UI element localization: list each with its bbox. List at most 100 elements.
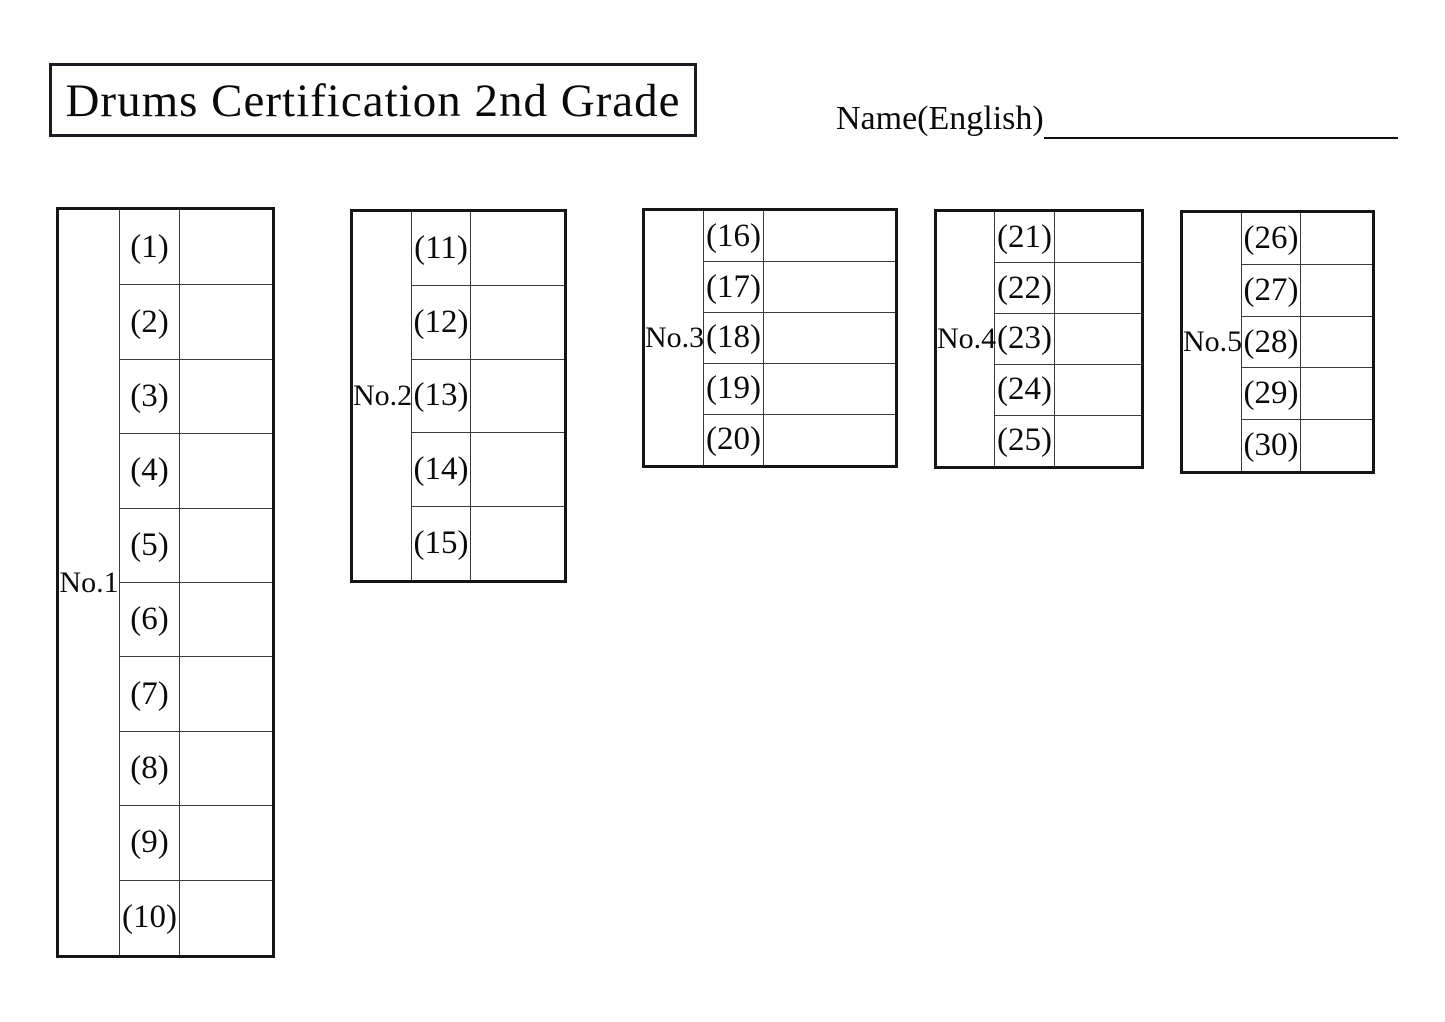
answer-row: (7) — [58, 656, 274, 732]
question-number: (4) — [119, 433, 180, 509]
question-number: (14) — [411, 432, 471, 507]
question-number: (19) — [703, 362, 764, 415]
answer-cell — [1054, 414, 1143, 469]
group-label: No.2 — [351, 210, 412, 582]
title-box: Drums Certification 2nd Grade — [49, 63, 697, 137]
answer-cell — [470, 432, 566, 507]
answer-row: (8) — [58, 730, 274, 807]
answer-row: (10) — [58, 879, 274, 958]
question-number: (25) — [994, 414, 1055, 469]
answer-cell — [763, 413, 897, 468]
answer-row: No.4(21) — [935, 209, 1143, 468]
answer-row: (19) — [644, 362, 897, 415]
answer-cell — [763, 362, 897, 415]
answer-row: (12) — [352, 285, 566, 360]
question-number: (22) — [994, 262, 1055, 315]
answer-row: (15) — [352, 505, 566, 583]
answer-cell — [763, 312, 897, 364]
answer-row: (22) — [936, 262, 1143, 315]
answer-row: (24) — [936, 363, 1143, 416]
answer-row: (9) — [58, 805, 274, 881]
answer-cell — [1054, 209, 1143, 264]
name-field: Name(English) — [836, 102, 1398, 139]
answer-row: (18) — [644, 312, 897, 364]
answer-cell — [1054, 313, 1143, 365]
answer-row: (25) — [936, 414, 1143, 469]
question-number: (27) — [1241, 264, 1301, 317]
answer-cell — [1054, 363, 1143, 416]
question-number: (5) — [119, 507, 180, 583]
answer-row: No.2(11) — [351, 209, 566, 582]
question-number: (8) — [119, 730, 180, 807]
answer-cell — [1300, 367, 1374, 420]
answer-cell — [1300, 264, 1374, 317]
answer-cell — [1300, 418, 1374, 474]
answer-row: No.3(16) — [643, 208, 897, 467]
answer-row: (5) — [58, 507, 274, 583]
question-number: (13) — [411, 358, 471, 434]
question-number: (11) — [411, 209, 471, 287]
answer-cell — [179, 805, 274, 881]
question-number: (23) — [994, 313, 1055, 365]
answer-row: No.5(26) — [1181, 210, 1374, 473]
answer-table-no3: No.3(16)(17)(18)(19)(20) — [642, 208, 898, 468]
answer-table-no4: No.4(21)(22)(23)(24)(25) — [934, 209, 1144, 469]
answer-row: (23) — [936, 313, 1143, 365]
answer-row: (6) — [58, 581, 274, 658]
question-number: (2) — [119, 284, 180, 360]
question-number: (30) — [1241, 418, 1301, 474]
answer-row: (4) — [58, 433, 274, 509]
answer-cell — [179, 507, 274, 583]
answer-row: (29) — [1182, 367, 1374, 420]
question-number: (6) — [119, 581, 180, 658]
question-number: (17) — [703, 261, 764, 314]
answer-row: (3) — [58, 358, 274, 435]
answer-row: (28) — [1182, 315, 1374, 369]
answer-table-no1: No.1(1)(2)(3)(4)(5)(6)(7)(8)(9)(10) — [56, 207, 275, 958]
answer-cell — [1300, 210, 1374, 266]
answer-cell — [763, 261, 897, 314]
question-number: (24) — [994, 363, 1055, 416]
answer-table-no5: No.5(26)(27)(28)(29)(30) — [1180, 210, 1375, 474]
question-number: (1) — [119, 207, 180, 286]
question-number: (3) — [119, 358, 180, 435]
question-number: (10) — [119, 879, 180, 958]
question-number: (21) — [994, 209, 1055, 264]
answer-cell — [470, 285, 566, 360]
answer-cell — [763, 208, 897, 263]
answer-row: (20) — [644, 413, 897, 468]
question-number: (26) — [1241, 210, 1301, 266]
answer-row: (30) — [1182, 418, 1374, 474]
question-number: (12) — [411, 285, 471, 360]
name-label: Name(English) — [836, 100, 1044, 137]
answer-row: (27) — [1182, 264, 1374, 317]
answer-cell — [179, 358, 274, 435]
answer-cell — [179, 284, 274, 360]
question-number: (16) — [703, 208, 764, 263]
answer-cell — [179, 581, 274, 658]
page-title: Drums Certification 2nd Grade — [65, 74, 681, 127]
question-number: (7) — [119, 656, 180, 732]
answer-cell — [179, 656, 274, 732]
answer-row: (13) — [352, 358, 566, 434]
question-number: (20) — [703, 413, 764, 468]
answer-cell — [179, 730, 274, 807]
answer-cell — [1054, 262, 1143, 315]
answer-cell — [179, 879, 274, 958]
question-number: (28) — [1241, 315, 1301, 369]
group-label: No.3 — [643, 209, 704, 467]
name-blank-line — [1043, 107, 1398, 139]
question-number: (18) — [703, 312, 764, 364]
answer-cell — [179, 207, 274, 286]
answer-row: No.1(1) — [57, 207, 274, 957]
answer-cell — [1300, 315, 1374, 369]
question-number: (15) — [411, 505, 471, 583]
answer-row: (17) — [644, 261, 897, 314]
answer-cell — [470, 505, 566, 583]
group-label: No.4 — [935, 210, 996, 468]
group-label: No.1 — [57, 208, 120, 957]
answer-cell — [470, 209, 566, 287]
group-label: No.5 — [1181, 211, 1242, 473]
answer-table-no2: No.2(11)(12)(13)(14)(15) — [350, 209, 567, 583]
